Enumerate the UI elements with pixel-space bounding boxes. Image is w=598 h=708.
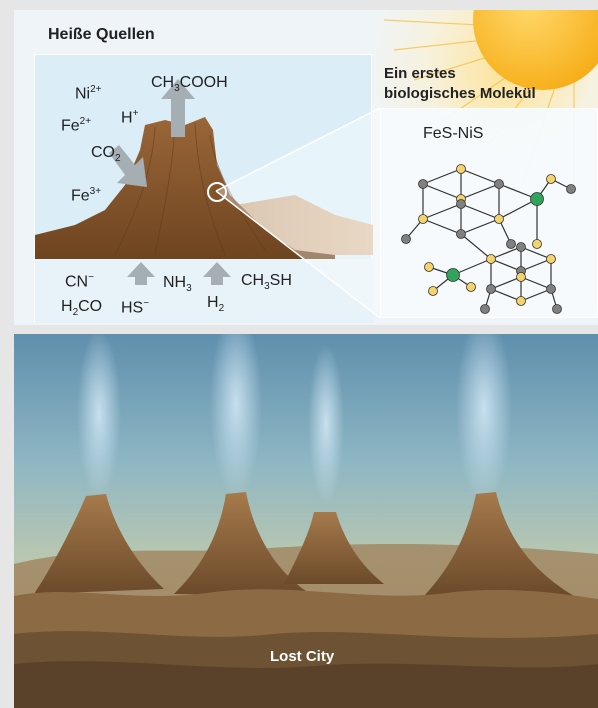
- output-arrow-icon: [161, 79, 195, 137]
- molecule-box: FeS-NiS: [380, 108, 598, 318]
- springs-title: Heiße Quellen: [48, 26, 155, 43]
- bottom-input-arrows: [127, 262, 231, 285]
- top-panel: Heiße Quellen: [14, 10, 598, 325]
- vent-chimneys: [34, 492, 574, 596]
- molecule-ch3sh: CH3SH: [241, 272, 292, 293]
- ion-h: H+: [121, 108, 139, 127]
- ion-fe3: Fe3+: [71, 186, 102, 205]
- molecule-title: Ein erstes biologisches Molekül: [384, 64, 536, 104]
- vent-plumes: [77, 334, 512, 504]
- molecule-nh3: NH3: [163, 274, 192, 295]
- molecule-hs: HS−: [121, 298, 150, 317]
- molecule-acetic-acid: CH3COOH: [151, 74, 228, 95]
- input-arrow-icon: [109, 145, 147, 187]
- molecule-h2: H2: [207, 294, 225, 315]
- zoom-circle-icon: [207, 182, 227, 202]
- volcano-illustration: [35, 79, 373, 323]
- molecule-cn: CN−: [65, 272, 94, 291]
- fes-nis-cluster-illustration: [401, 164, 576, 314]
- molecule-title-line2: biologisches Molekül: [384, 85, 536, 102]
- lost-city-label: Lost City: [270, 648, 335, 665]
- hot-spring-box: Ni2+ Fe2+ H+ CO2 Fe3+ CH3COOH CN− H2CO H…: [34, 54, 373, 323]
- lost-city-panel: Lost City: [14, 334, 598, 708]
- molecule-co2: CO2: [91, 144, 121, 165]
- molecule-title-line1: Ein erstes: [384, 65, 456, 82]
- lost-city-illustration: [14, 334, 598, 708]
- molecule-h2co: H2CO: [61, 298, 103, 319]
- ion-ni: Ni2+: [75, 84, 102, 103]
- zoom-connector-lines: [215, 107, 381, 319]
- molecule-label: FeS-NiS: [423, 125, 484, 142]
- ion-fe2: Fe2+: [61, 116, 92, 135]
